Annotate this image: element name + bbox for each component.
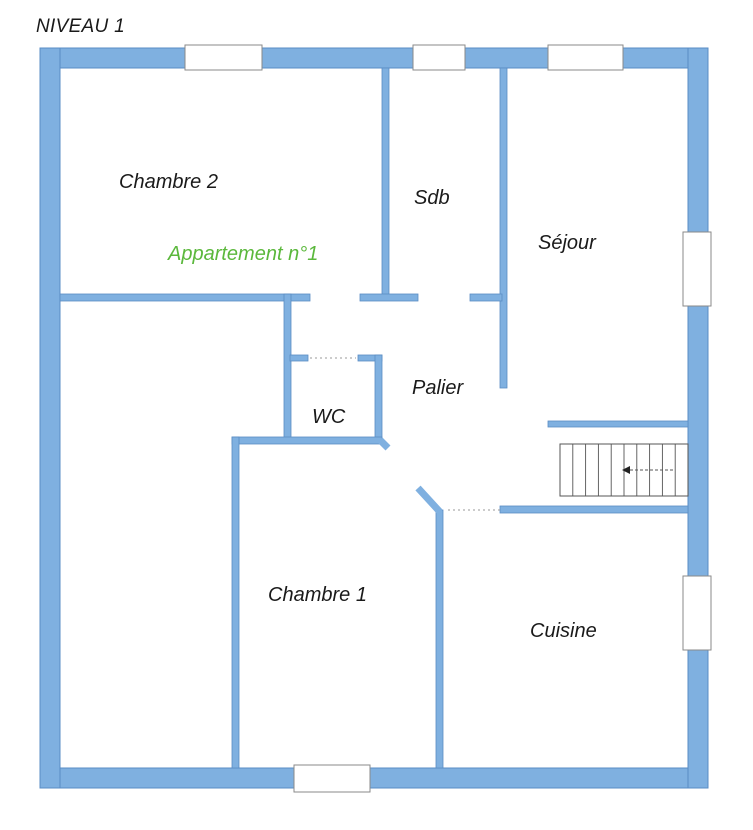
right-wall xyxy=(687,47,709,789)
window-top-left xyxy=(184,44,263,71)
room-label-palier: Palier xyxy=(412,377,464,399)
room-label-wc: WC xyxy=(312,406,346,428)
window-right-upper xyxy=(682,231,712,307)
left-wall xyxy=(39,47,61,789)
wall-stairs-top xyxy=(547,420,689,428)
outer-walls xyxy=(39,47,709,789)
windows xyxy=(184,44,712,793)
room-label-chambre2: Chambre 2 xyxy=(119,171,218,193)
room-label-chambre1: Chambre 1 xyxy=(268,584,367,606)
wall-chambre2-sdb xyxy=(381,67,390,299)
apartment-label: Appartement n°1 xyxy=(168,243,319,265)
window-right-lower xyxy=(682,575,712,651)
level-title: NIVEAU 1 xyxy=(36,16,125,37)
window-top-right xyxy=(547,44,624,71)
stairs-arrow-head xyxy=(622,466,630,474)
wall-chambre1-top xyxy=(231,436,383,445)
room-label-sejour: Séjour xyxy=(538,232,596,254)
wall-wc-right xyxy=(374,354,383,440)
wall-sdb-bottom-left xyxy=(359,293,419,302)
door-stub-chambre1 xyxy=(415,485,443,515)
wall-sdb-bottom-right xyxy=(469,293,503,302)
wall-chambre1-left xyxy=(231,436,240,769)
door-stub-wc xyxy=(377,437,391,451)
interior-walls xyxy=(59,67,689,769)
stairs xyxy=(559,443,689,497)
wall-palier-left xyxy=(283,293,292,440)
bottom-wall xyxy=(39,767,709,789)
wall-cuisine-top xyxy=(499,505,689,514)
door-thresholds xyxy=(310,357,500,511)
wall-wc-top-left xyxy=(289,354,309,362)
wall-chambre1-right xyxy=(435,509,444,769)
window-bottom xyxy=(293,764,371,793)
window-top-middle xyxy=(412,44,466,71)
room-label-cuisine: Cuisine xyxy=(530,620,597,642)
door-stubs xyxy=(377,437,443,515)
wall-chambre2-bottom xyxy=(59,293,311,302)
room-label-sdb: Sdb xyxy=(414,187,450,209)
wall-sdb-sejour xyxy=(499,67,508,389)
